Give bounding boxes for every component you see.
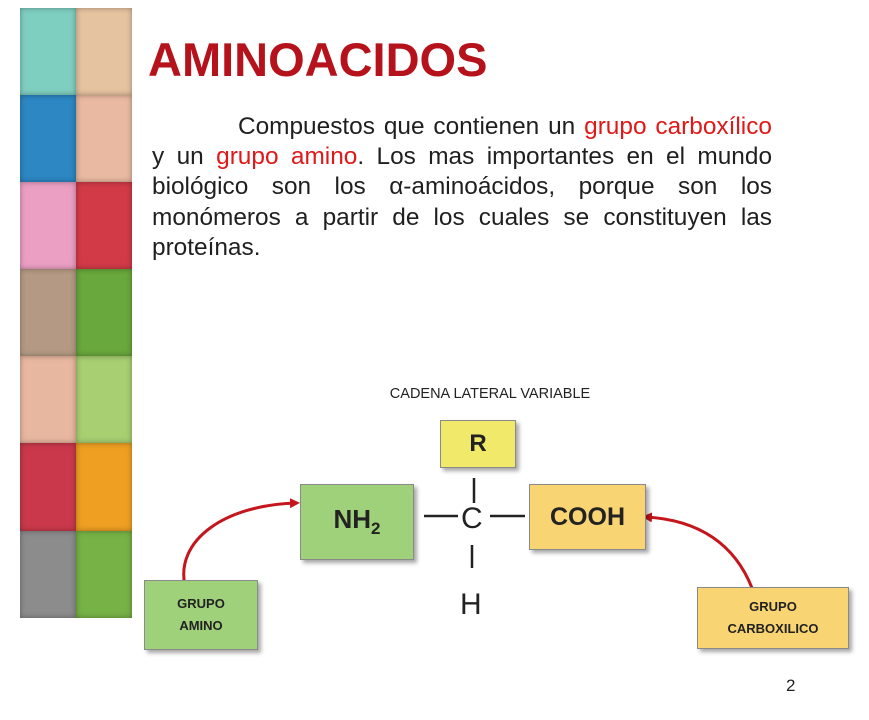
decorative-tile [20, 182, 76, 270]
paragraph-text-1: Compuestos que contienen un [238, 113, 585, 140]
decorative-tile [76, 182, 132, 270]
amine-label: NH2 [333, 504, 381, 539]
r-group-box: R [440, 420, 516, 468]
highlight-amino-group: grupo amino [216, 143, 358, 171]
highlight-carboxyl-group: grupo carboxílico [584, 113, 772, 140]
side-chain-label: CADENA LATERAL VARIABLE [389, 386, 591, 402]
decorative-tile-strip [20, 8, 132, 705]
decorative-tile [20, 443, 76, 531]
decorative-tile [20, 356, 76, 444]
paragraph-text-2: y un [152, 143, 217, 171]
r-group-label: R [469, 430, 487, 457]
amino-label-line1: GRUPO [177, 596, 225, 611]
decorative-tile [76, 530, 132, 618]
decorative-tile [20, 95, 76, 183]
decorative-tile [76, 269, 132, 357]
description-paragraph: Compuestos que contienen un grupo carbox… [152, 112, 772, 263]
carboxyl-group-box: COOH [529, 484, 646, 550]
decorative-tile [20, 530, 76, 618]
amine-subscript: 2 [371, 519, 381, 539]
paragraph-text-3: . Los mas importantes en el mundo biológ… [152, 143, 773, 261]
arrow-to-amine [182, 498, 300, 587]
carboxyl-label: COOH [550, 502, 625, 531]
arrow-to-carboxyl [642, 512, 754, 589]
decorative-tile [76, 356, 132, 444]
decorative-tile [20, 8, 76, 96]
carboxyl-label-line1: GRUPO [749, 599, 797, 614]
carboxyl-group-label-box: GRUPO CARBOXILICO [697, 587, 849, 649]
decorative-tile [76, 443, 132, 531]
decorative-tile [20, 269, 76, 357]
hydrogen-atom: H [460, 588, 482, 621]
amine-group-box: NH2 [300, 484, 414, 560]
amino-label-line2: AMINO [179, 618, 223, 633]
carboxyl-label-line2: CARBOXILICO [727, 621, 819, 636]
central-carbon: C [461, 502, 483, 535]
amino-group-label-box: GRUPO AMINO [144, 580, 258, 650]
decorative-tile [76, 95, 132, 183]
slide-title: AMINOACIDOS [148, 33, 488, 86]
page-number: 2 [786, 676, 796, 695]
decorative-tile [76, 8, 132, 96]
